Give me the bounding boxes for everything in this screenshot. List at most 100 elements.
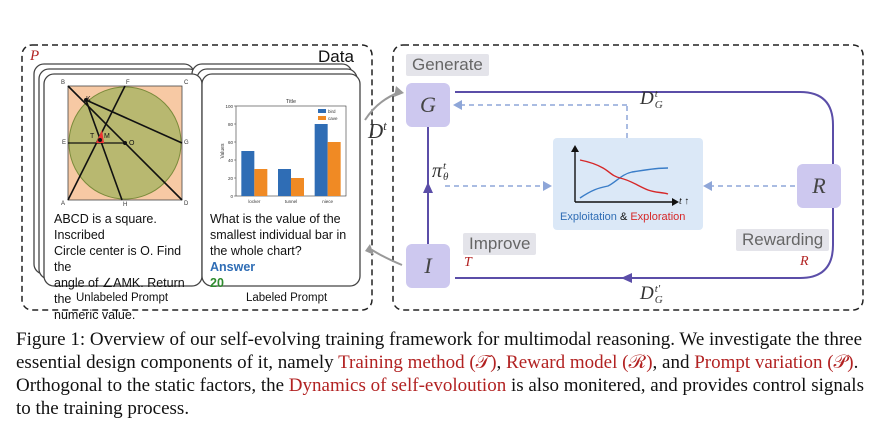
reward-node: R (797, 164, 841, 208)
point-label-g: G (184, 140, 189, 146)
bar-cave-niece (327, 142, 341, 196)
point-label-h: H (123, 202, 128, 208)
unlabeled-line: Circle center is O. Find the (54, 244, 182, 274)
point-label-b: B (61, 80, 66, 86)
dg-sup: t (654, 87, 658, 100)
generator-node: G (406, 83, 450, 127)
x-tick-label: tunnel (285, 199, 297, 204)
labeled-caption: Labeled Prompt (246, 292, 328, 304)
data-title: Data (318, 47, 354, 66)
legend-label-bird: bird (328, 109, 336, 114)
bar-cave-locker (254, 169, 268, 196)
bar-bird-tunnel (278, 169, 291, 196)
amp-label: & (619, 211, 628, 223)
pi-sub: θ (443, 171, 449, 184)
dynamics-panel (553, 138, 703, 230)
dg-base: D (640, 88, 654, 109)
unlabeled-line: angle of ∠AMK. Return the (54, 276, 185, 306)
unlabeled-line: ABCD is a square. Inscribed (54, 212, 157, 242)
bar-cave-tunnel (291, 178, 304, 196)
answer-label: Answer (210, 260, 256, 274)
caption-prompt-variation: Prompt variation (𝒫) (694, 352, 854, 373)
chart-ylabel: Values (220, 143, 226, 158)
legend-swatch-bird (318, 109, 326, 113)
y-tick-label: 0 (230, 194, 233, 199)
labeled-question: What is the value of the smallest indivi… (210, 211, 356, 291)
exploration-curve (579, 159, 669, 195)
y-tick-label: 20 (228, 176, 234, 181)
legend-label-cave: cave (328, 116, 338, 121)
dt-base: D (368, 119, 384, 143)
point-label-e: E (62, 140, 67, 146)
dt-label: Dt (368, 118, 387, 144)
labeled-line: smallest individual bar in (210, 228, 347, 242)
point-label-a: A (61, 201, 66, 207)
dg2-base: D (640, 283, 654, 304)
reward-model-symbol: R (800, 254, 809, 269)
framework-box-border (392, 44, 864, 311)
angle-marker (96, 130, 104, 143)
point-label-d: D (184, 201, 189, 207)
data-box-border (21, 44, 373, 311)
pi-sup: t (443, 160, 447, 173)
loop-arrow-left (621, 273, 632, 283)
pi-arrow-head (543, 181, 552, 191)
prompt-symbol: P (30, 48, 40, 64)
unlabeled-question: ABCD is a square. Inscribed Circle cente… (54, 211, 200, 323)
labeled-line: the whole chart? (210, 244, 302, 258)
caption-comma-1: , (496, 352, 507, 373)
chart-title: Title (286, 99, 296, 105)
x-tick-label: niece (322, 199, 333, 204)
improve-node: I (406, 244, 450, 288)
unlabeled-line: numeric value. (54, 308, 136, 322)
y-tick-label: 60 (228, 140, 234, 145)
point-label-k: K (86, 96, 91, 103)
caption-dynamics: Dynamics of self-evoloution (288, 375, 507, 396)
point-label-o: O (129, 140, 135, 147)
training-method-symbol: T (464, 255, 472, 270)
dg2-sub: G (654, 293, 663, 306)
answer-value: 20 (210, 276, 224, 290)
exploration-label: Exploration (630, 211, 686, 223)
bar-bird-niece (314, 124, 328, 196)
point-label-t: T (90, 133, 95, 140)
caption-reward-model: Reward model (ℛ) (506, 352, 653, 373)
y-tick-label: 80 (228, 122, 234, 127)
exploitation-label: Exploitation (560, 211, 617, 223)
point-label-c: C (184, 80, 189, 86)
generate-label: Generate (406, 54, 489, 76)
caption-part-3: is also monitered, and provides control … (16, 375, 864, 419)
inset-t: t (679, 196, 682, 207)
inset-axis-t: t ↑ (679, 196, 689, 207)
labeled-line: What is the value of the (210, 212, 341, 226)
dt-sup: t (383, 118, 387, 133)
improve-label: Improve (463, 233, 537, 255)
point-label-f: F (126, 80, 130, 86)
dg-sub: G (654, 98, 663, 111)
pi-base: π (432, 160, 443, 182)
y-tick-label: 40 (228, 158, 234, 163)
caption-training-method: Training method (𝒯) (338, 352, 497, 373)
caption-part-2: . Orthogonal to the static factors, the (16, 352, 859, 396)
improve-to-data-arrow (371, 249, 403, 266)
unlabeled-caption: Unlabeled Prompt (76, 292, 169, 304)
caption-comma-2: , and (652, 352, 695, 373)
x-tick-label: locker (248, 199, 261, 204)
inset-legend: Exploitation & Exploration (560, 211, 685, 223)
dg2-sup: t′ (654, 282, 661, 295)
dg-arrow-head (453, 100, 462, 110)
bar-bird-locker (241, 151, 255, 196)
y-tick-label: 100 (225, 104, 233, 109)
rewarding-label: Rewarding (736, 229, 830, 251)
inset-arrow: ↑ (684, 196, 690, 207)
caption-part-1: Figure 1: Overview of our self-evolving … (16, 329, 863, 373)
point-label-m: M (104, 133, 110, 140)
figure-caption: Figure 1: Overview of our self-evolving … (16, 328, 868, 420)
reward-arrow-head (703, 181, 712, 191)
